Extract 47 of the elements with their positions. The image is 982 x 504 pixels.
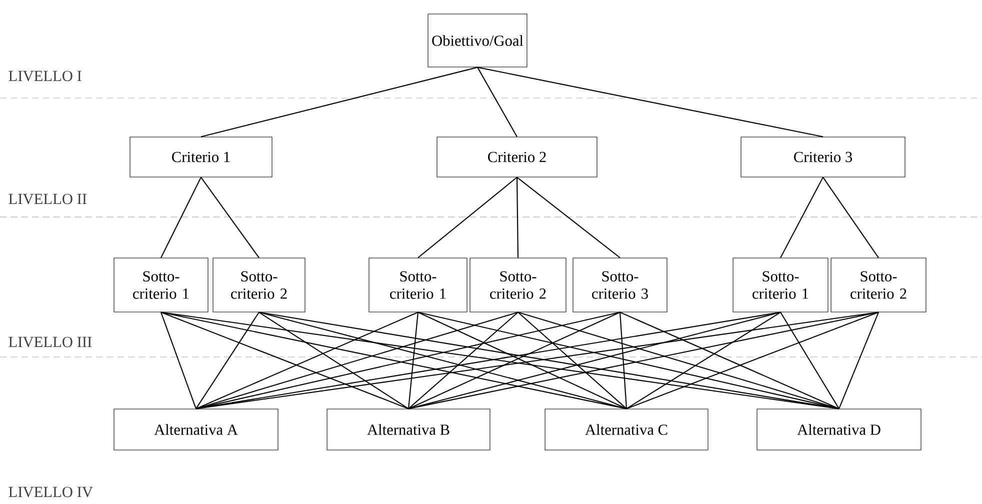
process-box: Alternativa D xyxy=(756,408,922,450)
subcriterion-box: Sotto- criterio 1 xyxy=(114,258,208,312)
connector-line xyxy=(516,177,519,258)
level-label: LIVELLO IV xyxy=(8,486,93,498)
process-box: Alternativa B xyxy=(326,408,490,450)
subcriterion-box: Sotto- criterio 2 xyxy=(470,258,566,312)
connector-line xyxy=(780,177,824,258)
connector-line xyxy=(477,66,824,138)
level-label: LIVELLO II xyxy=(8,194,86,204)
connector-line xyxy=(258,312,409,410)
connector-line xyxy=(160,312,196,409)
connector-line xyxy=(196,312,518,410)
connector-line xyxy=(619,312,628,409)
process-box: Obiettivo/Goal xyxy=(428,14,528,68)
level-label: LIVELLO III xyxy=(8,336,92,348)
process-box: Alternativa A xyxy=(114,408,278,450)
connector-line xyxy=(196,312,260,409)
connector-line xyxy=(160,177,202,258)
subcriterion-box: Sotto- criterio 1 xyxy=(732,258,828,312)
subcriterion-box: Sotto- criterio 2 xyxy=(830,258,926,312)
process-box: Alternativa C xyxy=(544,408,708,450)
connector-line xyxy=(518,312,627,410)
connector-line xyxy=(626,312,879,410)
connector-line xyxy=(408,312,419,409)
connector-line xyxy=(258,312,627,410)
level-label: LIVELLO I xyxy=(8,70,82,82)
connector-line xyxy=(516,176,620,258)
connector-line xyxy=(518,312,840,410)
connector-line xyxy=(626,312,781,410)
connector-line xyxy=(780,312,840,409)
subcriterion-box: Sotto- criterio 3 xyxy=(572,258,668,312)
connector-line xyxy=(200,66,478,138)
process-box: Criterio 3 xyxy=(740,136,906,178)
connector-line xyxy=(160,312,409,410)
connector-line xyxy=(408,312,781,410)
connector-line xyxy=(620,312,840,410)
connector-line xyxy=(838,312,879,409)
connector-line xyxy=(418,176,518,258)
process-box: Criterio 2 xyxy=(436,136,598,178)
connector-line xyxy=(408,312,518,410)
subcriterion-box: Sotto- criterio 2 xyxy=(212,258,306,312)
process-box: Criterio 1 xyxy=(130,136,272,178)
connector-line xyxy=(196,312,418,410)
connector-line xyxy=(200,176,260,258)
connector-line xyxy=(822,176,879,258)
subcriterion-box: Sotto- criterio 1 xyxy=(368,258,468,312)
connector-line xyxy=(477,67,518,137)
